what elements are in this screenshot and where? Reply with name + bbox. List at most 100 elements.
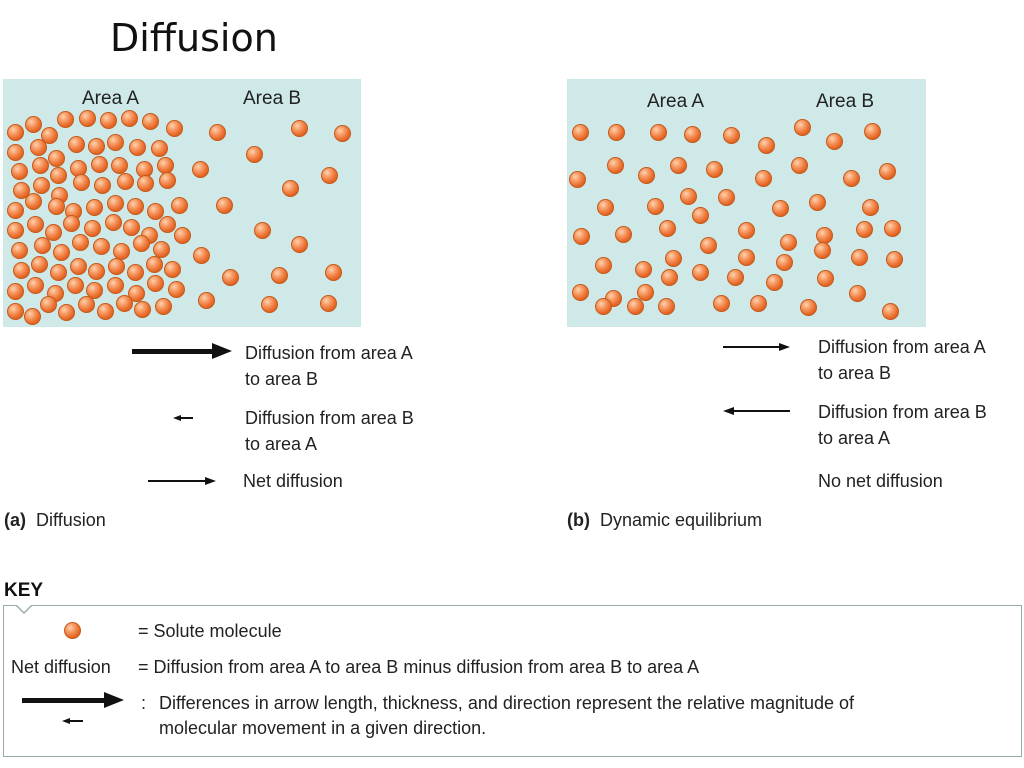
solute-molecule-icon xyxy=(727,269,744,286)
solute-molecule-icon xyxy=(11,163,28,180)
solute-molecule-icon xyxy=(107,277,124,294)
panel-a-area-b-label: Area B xyxy=(243,88,302,109)
solute-molecule-icon xyxy=(755,170,772,187)
legend-line: to area A xyxy=(245,434,318,454)
legend-line: to area B xyxy=(245,369,319,389)
solute-molecule-icon xyxy=(282,180,299,197)
solute-molecule-icon xyxy=(50,264,67,281)
solute-molecule-icon xyxy=(817,270,834,287)
panel-b-area-b-label: Area B xyxy=(816,91,875,112)
solute-molecule-icon xyxy=(159,172,176,189)
solute-molecule-icon xyxy=(164,261,181,278)
solute-molecule-icon xyxy=(856,221,873,238)
solute-molecule-icon xyxy=(800,299,817,316)
solute-molecule-icon xyxy=(569,171,586,188)
solute-molecule-icon xyxy=(572,284,589,301)
solute-molecule-icon xyxy=(53,244,70,261)
solute-molecule-icon xyxy=(105,214,122,231)
solute-molecule-icon xyxy=(738,249,755,266)
solute-molecule-icon xyxy=(7,202,24,219)
solute-molecule-icon xyxy=(67,277,84,294)
solute-molecule-icon xyxy=(88,138,105,155)
solute-molecule-icon xyxy=(843,170,860,187)
solute-molecule-icon xyxy=(738,222,755,239)
solute-molecule-icon xyxy=(108,258,125,275)
page-title: Diffusion xyxy=(110,16,278,60)
solute-molecule-icon xyxy=(63,215,80,232)
solute-molecule-icon xyxy=(772,200,789,217)
key-label: KEY xyxy=(4,580,44,601)
solute-molecule-icon xyxy=(129,139,146,156)
solute-molecule-icon xyxy=(91,156,108,173)
solute-molecule-icon xyxy=(121,110,138,127)
solute-molecule-icon xyxy=(34,237,51,254)
solute-molecule-icon xyxy=(72,234,89,251)
key-arrow-note-line1: Differences in arrow length, thickness, … xyxy=(159,693,855,713)
solute-molecule-icon xyxy=(100,112,117,129)
panel-a-diffusion-box: Area A Area B xyxy=(3,79,361,327)
legend-line: Diffusion from area B xyxy=(245,408,414,428)
solute-molecule-icon xyxy=(647,198,664,215)
solute-molecule-icon xyxy=(209,124,226,141)
solute-molecule-icon xyxy=(638,167,655,184)
solute-molecule-icon xyxy=(116,295,133,312)
key-arrow-colon: : xyxy=(141,693,147,713)
legend-line: to area A xyxy=(818,428,891,448)
solute-molecule-icon xyxy=(64,622,81,639)
solute-molecule-icon xyxy=(7,222,24,239)
solute-molecule-icon xyxy=(718,189,735,206)
solute-molecule-icon xyxy=(73,174,90,191)
solute-molecule-icon xyxy=(291,120,308,137)
solute-molecule-icon xyxy=(31,256,48,273)
solute-molecule-icon xyxy=(849,285,866,302)
solute-molecule-icon xyxy=(216,197,233,214)
panel-a-molecules xyxy=(3,79,361,327)
solute-molecule-icon xyxy=(254,222,271,239)
solute-molecule-icon xyxy=(882,303,899,320)
solute-molecule-icon xyxy=(147,203,164,220)
solute-molecule-icon xyxy=(706,161,723,178)
solute-molecule-icon xyxy=(261,296,278,313)
solute-molecule-icon xyxy=(111,157,128,174)
solute-molecule-icon xyxy=(146,256,163,273)
solute-molecule-icon xyxy=(7,144,24,161)
solute-molecule-icon xyxy=(246,146,263,163)
solute-molecule-icon xyxy=(864,123,881,140)
solute-molecule-icon xyxy=(680,188,697,205)
solute-molecule-icon xyxy=(650,124,667,141)
solute-molecule-icon xyxy=(93,238,110,255)
solute-molecule-icon xyxy=(57,111,74,128)
key-net-label: Net diffusion xyxy=(11,657,111,677)
solute-molecule-icon xyxy=(321,167,338,184)
solute-molecule-icon xyxy=(713,295,730,312)
solute-molecule-icon xyxy=(198,292,215,309)
legend-line: to area B xyxy=(818,363,892,383)
solute-molecule-icon xyxy=(147,275,164,292)
solute-molecule-icon xyxy=(780,234,797,251)
solute-molecule-icon xyxy=(884,220,901,237)
solute-molecule-icon xyxy=(637,284,654,301)
panel-b-legend-1: Diffusion from area A to area B xyxy=(818,334,986,386)
solute-molecule-icon xyxy=(573,228,590,245)
solute-molecule-icon xyxy=(658,298,675,315)
panel-b-molecules xyxy=(567,79,926,327)
solute-molecule-icon xyxy=(33,177,50,194)
legend-line: Diffusion from area A xyxy=(245,343,413,363)
solute-molecule-icon xyxy=(32,157,49,174)
solute-molecule-icon xyxy=(50,167,67,184)
solute-molecule-icon xyxy=(25,116,42,133)
solute-molecule-icon xyxy=(826,133,843,150)
solute-molecule-icon xyxy=(78,296,95,313)
solute-molecule-icon xyxy=(107,195,124,212)
solute-molecule-icon xyxy=(608,124,625,141)
panel-b-legend-3: No net diffusion xyxy=(818,471,943,491)
solute-molecule-icon xyxy=(692,264,709,281)
solute-molecule-icon xyxy=(127,198,144,215)
solute-molecule-icon xyxy=(791,157,808,174)
solute-molecule-icon xyxy=(155,298,172,315)
solute-molecule-icon xyxy=(692,207,709,224)
solute-molecule-icon xyxy=(168,281,185,298)
solute-molecule-icon xyxy=(58,304,75,321)
solute-molecule-icon xyxy=(750,295,767,312)
solute-molecule-icon xyxy=(851,249,868,266)
